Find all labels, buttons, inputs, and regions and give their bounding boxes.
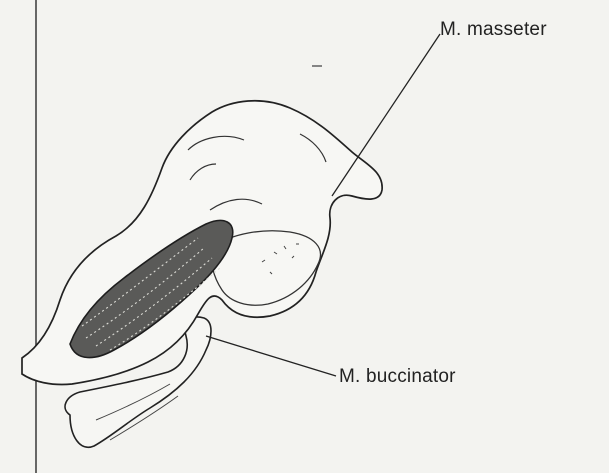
buccinator-leader-line [206, 336, 336, 376]
masseter-leader-line [332, 34, 440, 196]
label-buccinator: M. buccinator [339, 366, 456, 388]
label-masseter: M. masseter [440, 19, 547, 41]
